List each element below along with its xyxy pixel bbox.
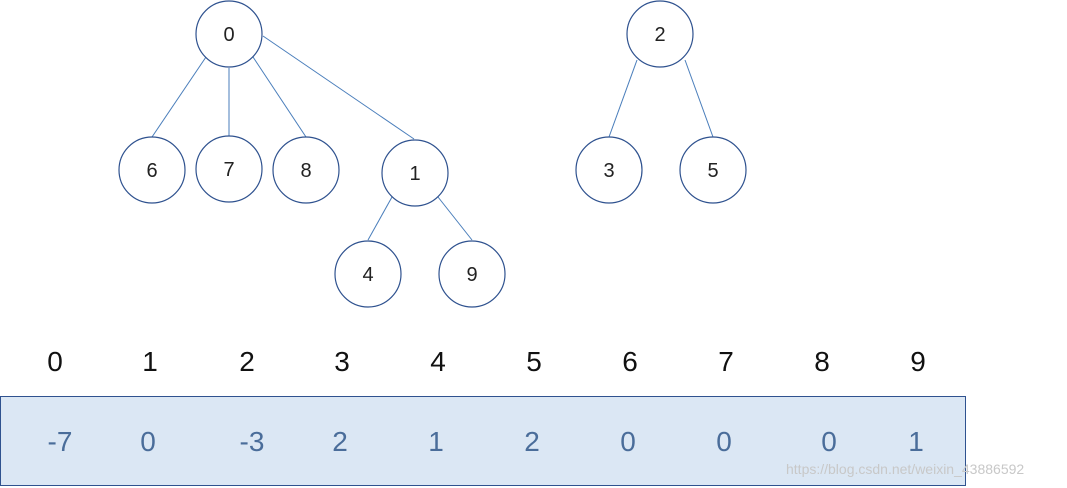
node-label: 1 <box>409 163 420 185</box>
array-index: 3 <box>334 346 350 377</box>
array-index: 0 <box>47 346 63 377</box>
array-index: 9 <box>910 346 926 377</box>
array-index: 5 <box>526 346 542 377</box>
node-3: 3 <box>575 136 643 204</box>
edge-1-9 <box>437 196 473 241</box>
node-label: 4 <box>362 264 373 286</box>
array-index: 4 <box>430 346 446 377</box>
edge-0-1 <box>262 35 415 140</box>
edge-2-5 <box>684 59 714 138</box>
node-1: 1 <box>381 139 449 207</box>
array-value: 2 <box>332 426 348 457</box>
array-index: 8 <box>814 346 830 377</box>
array-value: 1 <box>428 426 444 457</box>
node-8: 8 <box>272 136 340 204</box>
array-value: 1 <box>908 426 924 457</box>
node-6: 6 <box>118 136 186 204</box>
watermark-text: https://blog.csdn.net/weixin_43886592 <box>786 461 1025 477</box>
array-value: 0 <box>716 426 732 457</box>
edge-0-8 <box>252 56 307 138</box>
array-value: 2 <box>524 426 540 457</box>
node-label: 5 <box>707 160 718 182</box>
array-value: 0 <box>620 426 636 457</box>
edge-2-3 <box>608 59 638 138</box>
node-5: 5 <box>679 136 747 204</box>
node-label: 0 <box>223 24 234 46</box>
node-2: 2 <box>626 0 694 68</box>
node-0: 0 <box>195 0 263 68</box>
array-index: 1 <box>142 346 158 377</box>
array-value: -7 <box>47 426 73 457</box>
node-7: 7 <box>195 135 263 203</box>
node-9: 9 <box>438 240 506 308</box>
edge-0-6 <box>151 56 207 138</box>
array-index: 6 <box>622 346 638 377</box>
array-value: 0 <box>821 426 837 457</box>
array-value: -3 <box>239 426 265 457</box>
node-4: 4 <box>334 240 402 308</box>
node-label: 6 <box>146 160 157 182</box>
node-label: 7 <box>223 159 234 181</box>
parent-array <box>0 396 966 486</box>
node-label: 3 <box>603 160 614 182</box>
node-label: 8 <box>300 160 311 182</box>
array-value: 0 <box>140 426 156 457</box>
node-label: 2 <box>654 24 665 46</box>
array-index: 7 <box>718 346 734 377</box>
node-label: 9 <box>466 264 477 286</box>
array-index: 2 <box>239 346 255 377</box>
edge-1-4 <box>367 196 393 241</box>
